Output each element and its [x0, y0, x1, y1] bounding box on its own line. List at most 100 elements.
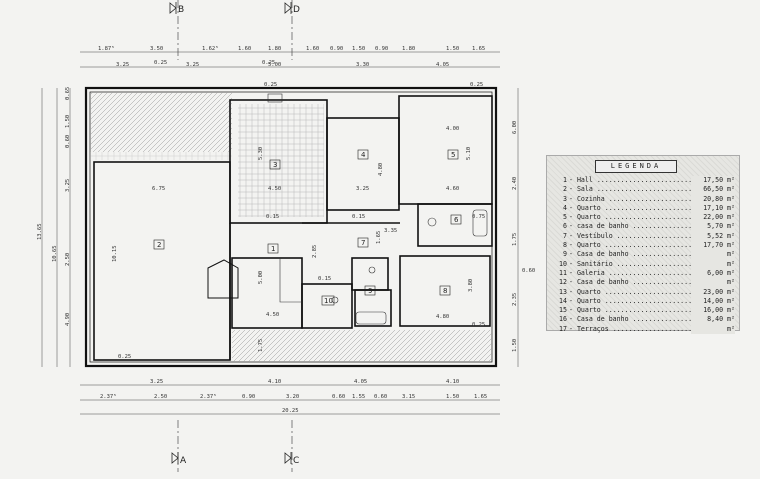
svg-text:0.15: 0.15 — [266, 214, 279, 220]
svg-text:5.00: 5.00 — [268, 62, 281, 68]
svg-text:0.25: 0.25 — [470, 82, 483, 88]
svg-text:10.65: 10.65 — [52, 245, 58, 262]
legend-item-number: 2 — [563, 185, 567, 194]
svg-text:4.80: 4.80 — [378, 163, 384, 176]
section-label-c: C — [293, 456, 299, 466]
legend-item-number: 8 — [563, 241, 567, 250]
svg-text:0.75: 0.75 — [472, 214, 485, 220]
legend-item-number: 9 — [563, 250, 567, 259]
svg-text:0.60: 0.60 — [522, 268, 535, 274]
svg-text:0.60: 0.60 — [332, 394, 345, 400]
legend-item-area: m² — [691, 324, 735, 335]
legend-item-area: m² — [691, 278, 735, 288]
svg-text:3.35: 3.35 — [384, 228, 397, 234]
legend-item-name: - Terraços — [567, 325, 691, 334]
room-8: 8 — [439, 285, 451, 296]
svg-text:3.25: 3.25 — [356, 186, 369, 192]
stair — [279, 258, 302, 303]
legend-item-name: - Hall — [567, 176, 691, 185]
legend-item: 5- Quarto22,00 m² — [555, 213, 735, 223]
svg-text:1.55: 1.55 — [352, 394, 365, 400]
legend-item-number: 7 — [563, 231, 567, 240]
svg-text:2: 2 — [157, 241, 161, 249]
legend-panel: LEGENDA 1- Hall17,50 m²2- Sala66,50 m²3-… — [546, 155, 740, 335]
legend-item: 1- Hall17,50 m² — [555, 176, 735, 186]
legend-item-name: - Sala — [567, 185, 691, 194]
legend-item: 2- Sala66,50 m² — [555, 185, 735, 195]
legend-item-number: 17 — [559, 324, 567, 333]
legend-item-number: 14 — [559, 296, 567, 305]
legend-item-number: 16 — [559, 315, 567, 324]
legend-item: 16- Casa de banho8,40 m² — [555, 315, 735, 325]
svg-text:5.00: 5.00 — [258, 271, 264, 284]
legend-item-number: 3 — [563, 194, 567, 203]
legend-item-number: 12 — [559, 278, 567, 287]
bay-window — [207, 259, 239, 299]
svg-text:3.25: 3.25 — [186, 62, 199, 68]
svg-text:1.60: 1.60 — [306, 46, 319, 52]
svg-text:0.90: 0.90 — [242, 394, 255, 400]
svg-text:2.40: 2.40 — [512, 177, 518, 190]
fixtures — [267, 93, 488, 325]
svg-text:4.50: 4.50 — [266, 312, 279, 318]
svg-text:1.65: 1.65 — [376, 231, 382, 244]
section-label-d: D — [293, 5, 300, 15]
legend-item-area: 14,00 m² — [691, 296, 735, 307]
legend-item: 7- Vestíbulo5,52 m² — [555, 231, 735, 242]
svg-text:1.50: 1.50 — [352, 46, 365, 52]
legend-item-area: m² — [691, 250, 735, 260]
legend-item-area: 5,52 m² — [691, 231, 735, 242]
right-dimensions: 6.00 2.40 1.75 0.60 2.35 1.50 — [512, 121, 535, 352]
section-label-b: B — [178, 5, 184, 15]
legend-item-area: 22,00 m² — [691, 213, 735, 223]
svg-text:2.50: 2.50 — [154, 394, 167, 400]
legend-item-area: 17,10 m² — [691, 203, 735, 214]
svg-text:4.10: 4.10 — [268, 379, 281, 385]
legend-list: 1- Hall17,50 m²2- Sala66,50 m²3- Cozinha… — [555, 176, 735, 335]
svg-text:4: 4 — [361, 151, 366, 159]
svg-text:0.25: 0.25 — [118, 354, 131, 360]
svg-text:1.75: 1.75 — [258, 339, 264, 352]
kitchen-floor-tiles — [238, 104, 324, 217]
svg-text:8: 8 — [443, 287, 447, 295]
legend-item-number: 1 — [563, 176, 567, 184]
legend-item-name: - Quarto — [567, 204, 691, 213]
svg-text:4.80: 4.80 — [436, 314, 449, 320]
bottom-dimension-row-1: 3.25 4.10 4.05 4.10 — [150, 379, 459, 385]
terraces — [90, 92, 492, 362]
svg-text:1.60: 1.60 — [238, 46, 251, 52]
svg-text:2.50: 2.50 — [65, 253, 71, 266]
legend-item-name: - Sanitário — [567, 260, 691, 269]
svg-text:1.75: 1.75 — [512, 233, 518, 246]
svg-text:4.60: 4.60 — [446, 186, 459, 192]
legend-item-name: - Casa de banho — [567, 278, 691, 287]
legend-item: 9- Casa de banho m² — [555, 250, 735, 260]
section-label-a: A — [180, 456, 187, 466]
svg-text:13.65: 13.65 — [37, 223, 43, 240]
legend-item-area: 6,00 m² — [691, 268, 735, 279]
legend-item-name: - Cozinha — [567, 195, 691, 204]
svg-text:0.25: 0.25 — [472, 322, 485, 328]
svg-text:0.15: 0.15 — [318, 276, 331, 282]
legend-item-name: - Quarto — [567, 213, 691, 222]
svg-text:3.25: 3.25 — [65, 179, 71, 192]
svg-text:1: 1 — [271, 245, 275, 253]
svg-text:6: 6 — [454, 216, 459, 224]
top-dimension-row-2: 3.25 3.25 5.00 3.30 4.05 0.25 0.25 0.25 … — [116, 60, 483, 88]
svg-text:0.25: 0.25 — [154, 60, 167, 66]
svg-text:3.15: 3.15 — [402, 394, 415, 400]
legend-item: 10- Sanitário m² — [555, 259, 735, 269]
legend-item-name: - Casa de banho — [567, 250, 691, 259]
svg-text:1.65: 1.65 — [474, 394, 487, 400]
top-dimension-row-1: 1.87⁵ 3.50 1.62⁵ 1.60 1.80 1.60 0.90 1.5… — [98, 45, 485, 52]
interior-dimensions: 6.75 4.50 5.30 3.25 4.00 4.60 5.10 10.15… — [112, 126, 485, 360]
svg-text:4.90: 4.90 — [65, 313, 71, 326]
legend-item-number: 5 — [563, 213, 567, 222]
legend-item-area: 17,50 m² — [691, 176, 735, 186]
legend-item-name: - Quarto — [567, 297, 691, 306]
legend-item: 4- Quarto17,10 m² — [555, 203, 735, 214]
left-dimensions: 0.65 1.50 0.60 3.25 2.50 4.90 13.65 10.6… — [37, 87, 71, 326]
svg-text:1.65: 1.65 — [472, 46, 485, 52]
svg-text:2.35: 2.35 — [512, 293, 518, 306]
